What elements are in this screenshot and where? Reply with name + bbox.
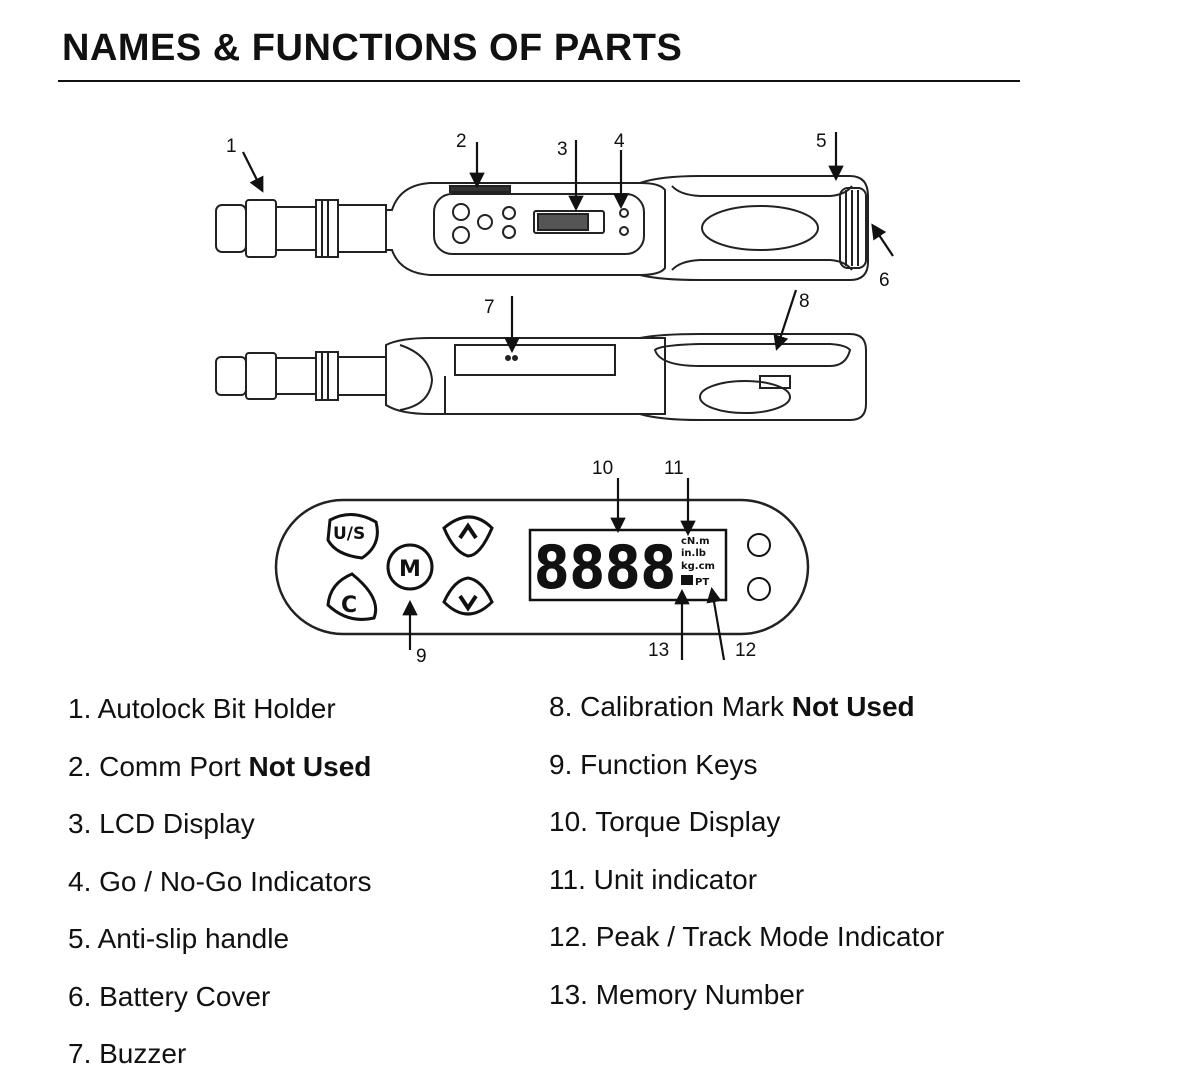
- screwdriver-top-view: [215, 175, 869, 281]
- list-item: 11. Unit indicator: [549, 863, 758, 895]
- list-item: 13. Memory Number: [549, 978, 805, 1010]
- bit-holder: [215, 204, 247, 253]
- parts-diagram: 1 2 3 4 5 6 7 8 U/S: [215, 131, 894, 667]
- list-item: 10. Torque Display: [549, 806, 781, 837]
- top-view-callouts: [242, 132, 894, 257]
- callout-3: 3: [557, 139, 568, 160]
- c-key: C: [326, 572, 378, 621]
- lcd-screen: 8888 cN.m in.lb kg.cm PT: [528, 528, 728, 603]
- parts-list-right: 8. Calibration Mark Not Used 9. Function…: [549, 678, 944, 1023]
- us-key: U/S: [326, 513, 379, 560]
- list-item: 2. Comm Port Not Used: [68, 750, 372, 782]
- chevron-up-icon: [458, 522, 478, 540]
- callout-10: 10: [592, 458, 613, 479]
- no-go-indicator: [747, 577, 771, 601]
- chevron-down-icon: [458, 594, 478, 612]
- unit-inlb: in.lb: [681, 548, 706, 559]
- list-item: 3. LCD Display: [68, 808, 255, 839]
- side-view-callouts: [504, 289, 798, 354]
- title-divider: [58, 80, 1020, 82]
- up-key: [442, 515, 494, 558]
- callout-9: 9: [416, 646, 427, 667]
- callout-12: 12: [735, 640, 756, 661]
- unit-kgcm: kg.cm: [681, 561, 715, 572]
- list-item: 7. Buzzer: [68, 1038, 187, 1069]
- callout-8: 8: [799, 291, 810, 312]
- control-panel: U/S C M 8888 cN.m in.lb kg.cm: [274, 498, 810, 636]
- screwdriver-side-view: [215, 333, 867, 421]
- parts-list-left: 1. Autolock Bit Holder 2. Comm Port Not …: [68, 680, 371, 1083]
- m-key: M: [386, 543, 434, 591]
- callout-5: 5: [816, 131, 827, 152]
- callout-7: 7: [484, 297, 495, 318]
- callout-6: 6: [879, 270, 890, 291]
- go-indicator: [747, 533, 771, 557]
- torque-digits: 8888: [534, 533, 676, 603]
- list-item: 9. Function Keys: [549, 748, 758, 780]
- us-key-label: U/S: [333, 524, 365, 544]
- panel-callouts: [402, 478, 726, 661]
- list-item: 12. Peak / Track Mode Indicator: [549, 921, 945, 952]
- unit-cnm: cN.m: [681, 536, 710, 547]
- list-item: 8. Calibration Mark Not Used: [549, 691, 915, 722]
- callout-1: 1: [226, 136, 237, 157]
- callout-11: 11: [664, 458, 684, 479]
- list-item: 1. Autolock Bit Holder: [68, 693, 336, 724]
- mode-pt: PT: [695, 577, 709, 588]
- callout-4: 4: [614, 131, 625, 152]
- down-key: [442, 576, 494, 616]
- callout-13: 13: [648, 640, 669, 661]
- list-item: 6. Battery Cover: [68, 980, 271, 1012]
- page-title: NAMES & FUNCTIONS OF PARTS: [62, 27, 683, 69]
- m-key-label: M: [399, 557, 421, 582]
- memory-number-indicator: [681, 575, 693, 585]
- callout-2: 2: [456, 131, 467, 152]
- c-key-label: C: [341, 593, 357, 618]
- list-item: 5. Anti-slip handle: [68, 923, 290, 954]
- list-item: 4. Go / No-Go Indicators: [68, 865, 372, 897]
